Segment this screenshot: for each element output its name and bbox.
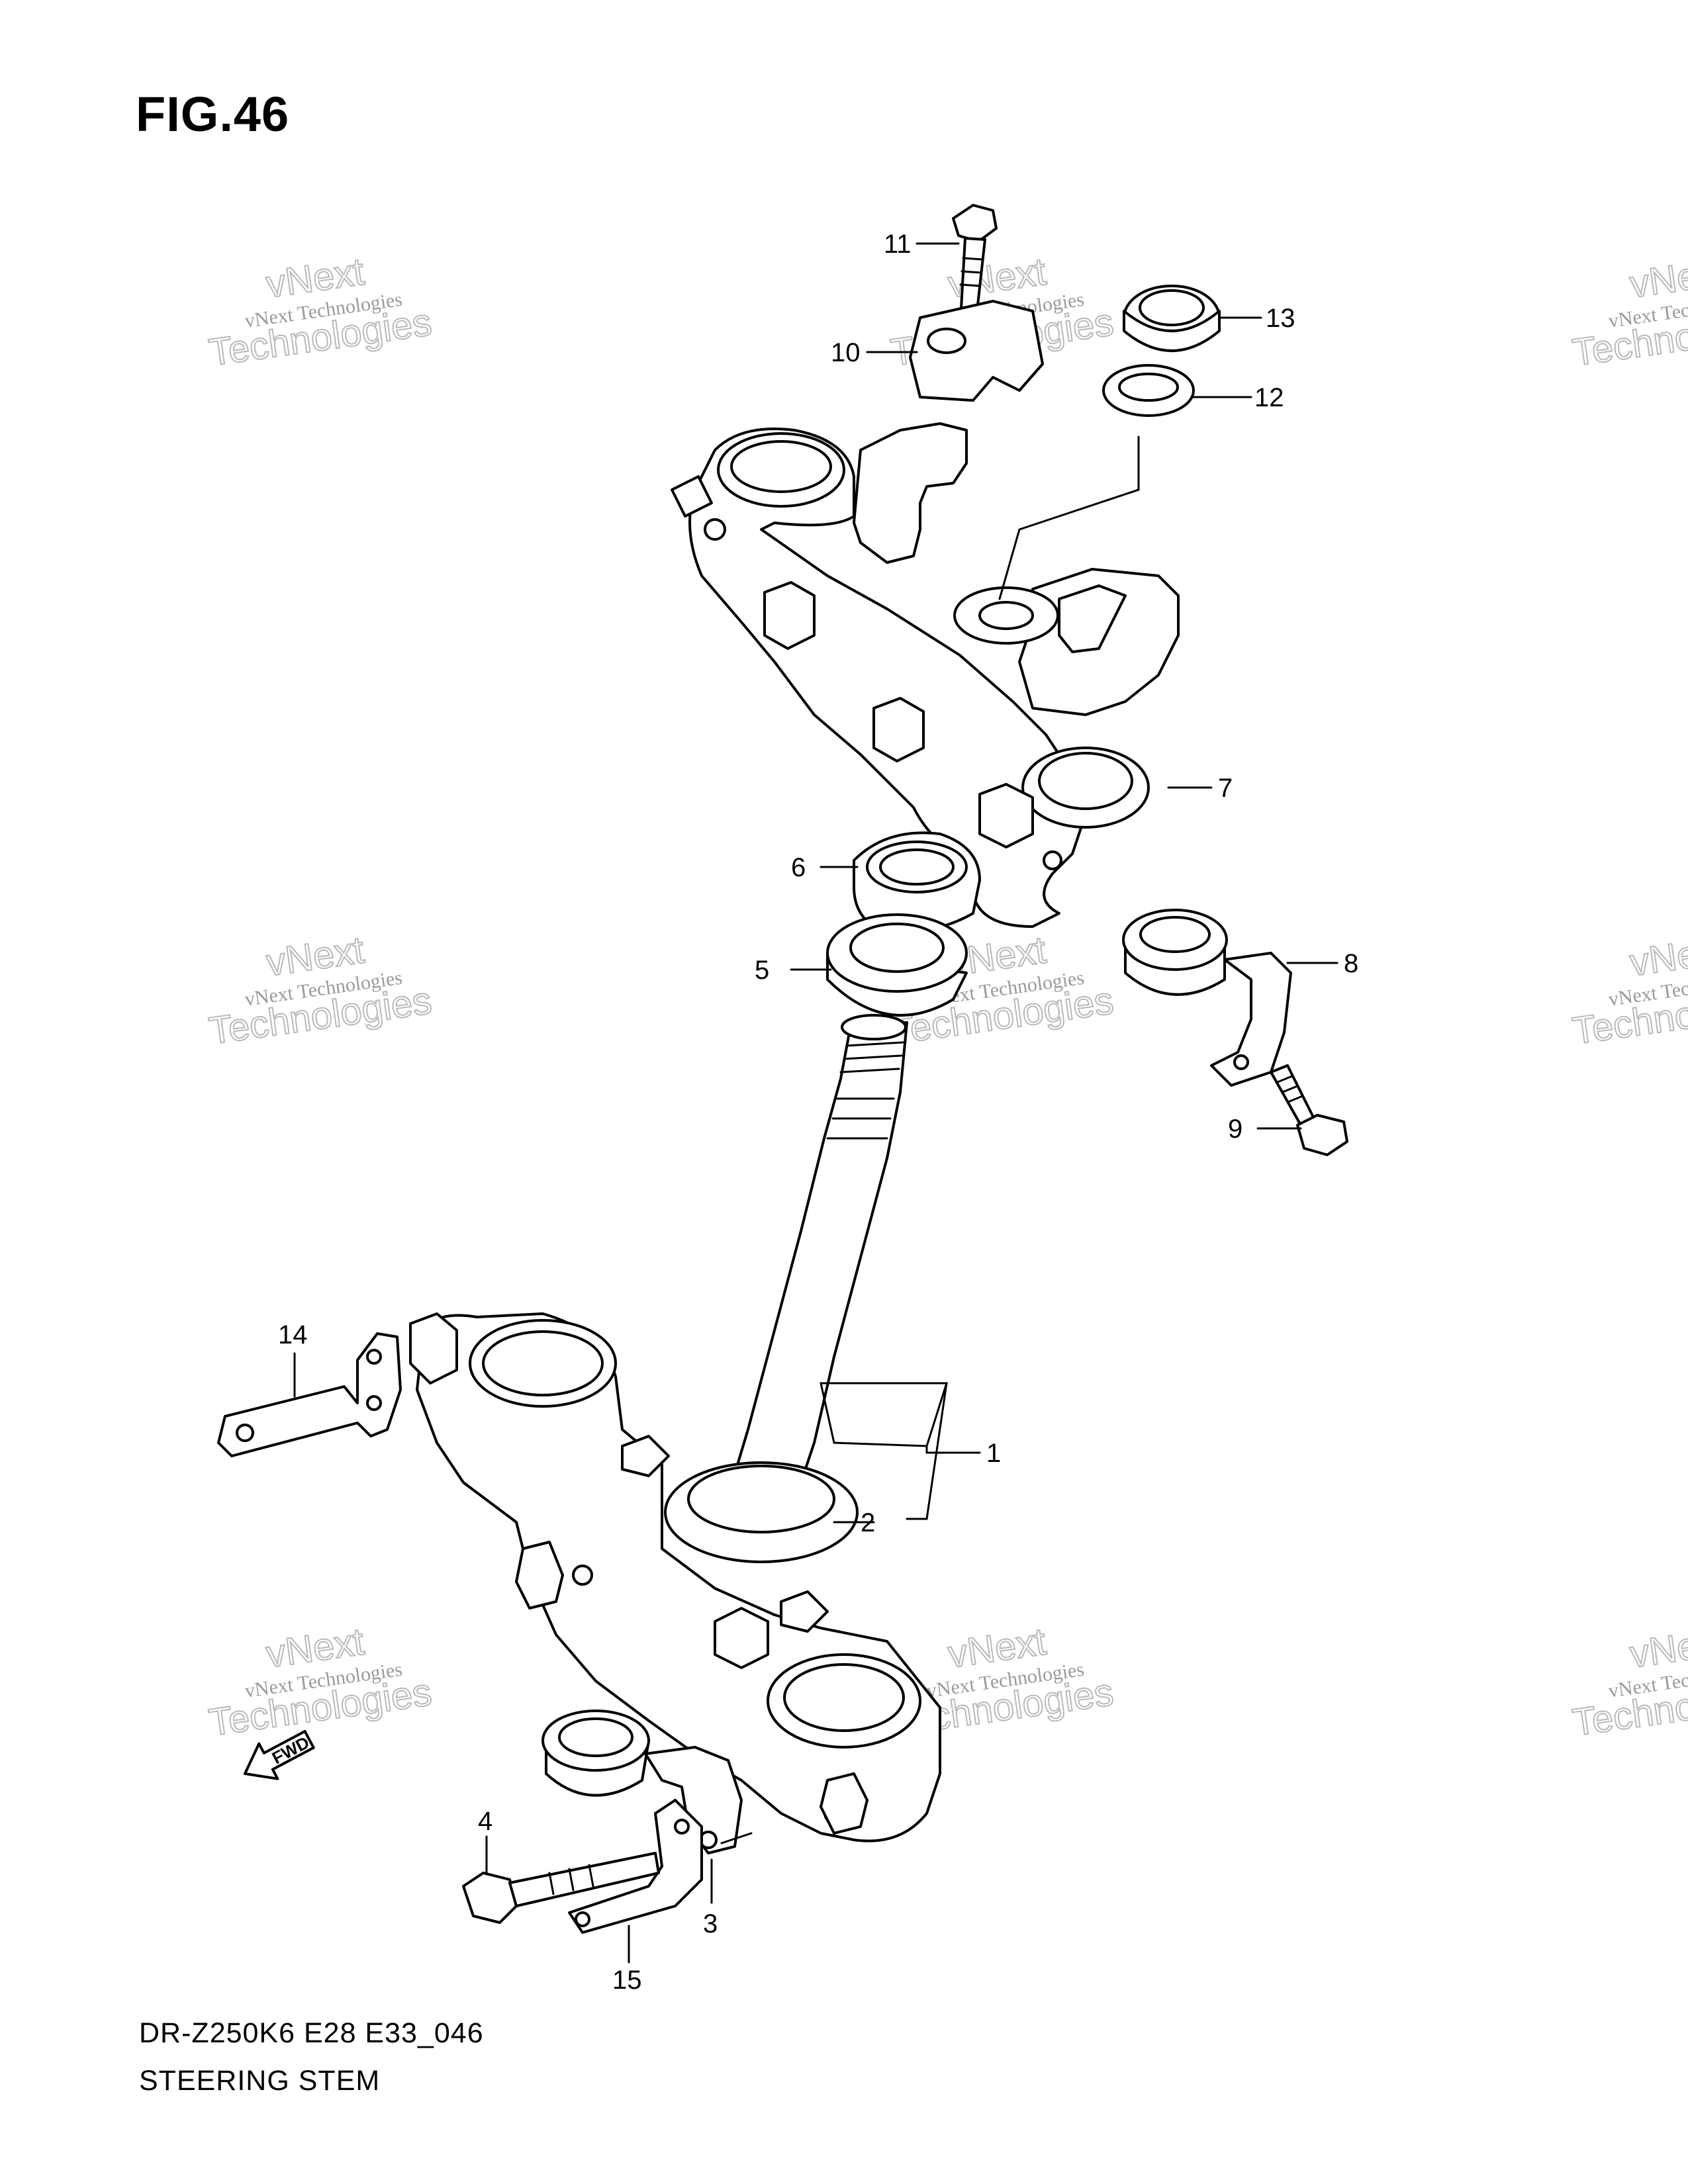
watermark-9: vNext Technologies vNext Technologies — [1570, 1619, 1688, 1745]
callout-9: 9 — [1228, 1115, 1243, 1144]
callout-6: 6 — [791, 853, 806, 882]
callout-10: 10 — [831, 338, 861, 367]
figure-title: FIG.46 — [136, 87, 290, 142]
watermark-4: vNext Technologies vNext Technologies — [206, 928, 435, 1054]
part-10-holder-upper — [909, 300, 1044, 402]
part-9-bolt — [1270, 1064, 1348, 1156]
part-14-plate — [217, 1332, 402, 1457]
part-2-bearing — [664, 1461, 859, 1563]
part-7-upper-bracket — [671, 422, 1180, 928]
watermark-3: vNext Technologies vNext Technologies — [1570, 250, 1688, 375]
watermark-6: vNext Technologies vNext Technologies — [1570, 928, 1688, 1054]
part-4-bolt — [462, 1852, 660, 1924]
callout-8: 8 — [1344, 949, 1358, 978]
callout-2: 2 — [861, 1508, 875, 1537]
lower-bracket — [409, 1312, 941, 1843]
watermark-brand: vNext — [1627, 250, 1688, 306]
callout-11: 11 — [884, 230, 912, 259]
callout-4: 4 — [478, 1807, 492, 1836]
watermark-7: vNext Technologies vNext Technologies — [206, 1619, 435, 1745]
callouts: 11 10 13 12 7 6 5 8 9 1 2 14 4 3 15 — [278, 230, 1358, 1995]
callout-13: 13 — [1266, 304, 1295, 333]
callout-7: 7 — [1218, 774, 1233, 803]
part-3-clamp — [541, 1709, 743, 1854]
part-13-nut — [1123, 285, 1221, 352]
part-8-bracket — [1122, 909, 1292, 1087]
caption-name: STEERING STEM — [139, 2065, 381, 2097]
part-15-plate — [568, 1799, 703, 1934]
watermark-brand: vNext — [1627, 929, 1688, 985]
callout-14: 14 — [278, 1320, 308, 1349]
leader-lines — [293, 242, 1338, 1964]
part-12-washer — [1102, 364, 1195, 417]
part-1-steering-stem — [727, 1014, 908, 1504]
callout-1: 1 — [986, 1439, 1001, 1468]
callout-15: 15 — [612, 1966, 642, 1995]
caption-model: DR-Z250K6 E28 E33_046 — [139, 2017, 484, 2049]
watermark-brand: vNext — [1627, 1620, 1688, 1676]
watermark-1: vNext Technologies vNext Technologies — [206, 250, 435, 375]
part-5-bearing — [826, 913, 968, 1017]
callout-12: 12 — [1254, 383, 1284, 412]
callout-5: 5 — [755, 956, 769, 985]
callout-3: 3 — [703, 1909, 718, 1938]
part-6-lock-nut — [853, 831, 981, 933]
